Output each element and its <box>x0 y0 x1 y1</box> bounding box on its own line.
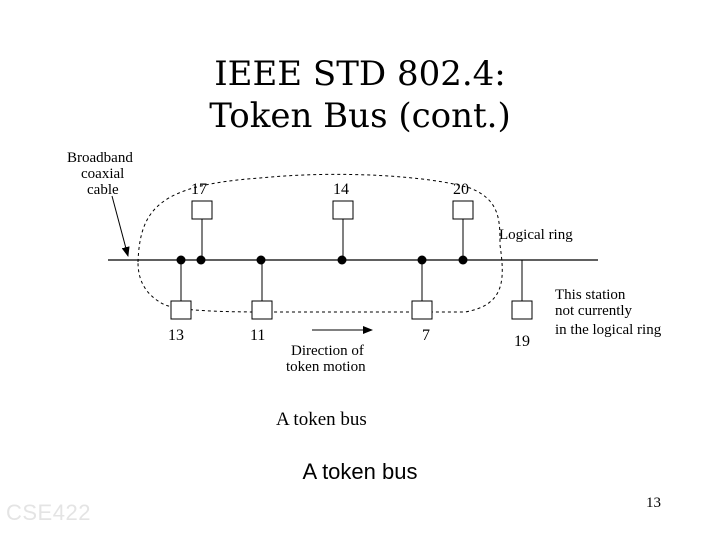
outside-station-label-line-1: This station <box>555 287 626 303</box>
station-label-19: 19 <box>514 333 530 350</box>
cable-label-line-3: cable <box>87 182 119 198</box>
cable-pointer-arrow <box>111 195 130 257</box>
course-code: CSE422 <box>6 500 91 525</box>
outside-station-label-line-3: in the logical ring <box>555 322 662 338</box>
junction-dot-14 <box>337 255 347 265</box>
station-box-19 <box>511 300 533 320</box>
station-box-14 <box>332 200 354 220</box>
junction-dot-17 <box>196 255 206 265</box>
station-box-7 <box>411 300 433 320</box>
slide-title-line-1: IEEE STD 802.4: <box>214 54 506 94</box>
slide-caption: A token bus <box>302 459 418 484</box>
station-label-14: 14 <box>333 181 349 198</box>
logical-ring-label: Logical ring <box>499 227 573 243</box>
station-box-20 <box>452 200 474 220</box>
junction-dot-11 <box>256 255 266 265</box>
junction-dot-20 <box>458 255 468 265</box>
junction-dot-13 <box>176 255 186 265</box>
direction-label-line-2: token motion <box>286 359 366 375</box>
station-label-17: 17 <box>191 181 207 198</box>
station-box-11 <box>251 300 273 320</box>
station-label-13: 13 <box>168 327 184 344</box>
station-box-13 <box>170 300 192 320</box>
station-label-20: 20 <box>453 181 469 198</box>
direction-label-line-1: Direction of <box>291 343 364 359</box>
station-label-11: 11 <box>250 327 265 344</box>
slide-title-line-2: Token Bus (cont.) <box>209 96 511 136</box>
page-number: 13 <box>646 495 661 511</box>
station-label-7: 7 <box>422 327 430 344</box>
junction-dot-7 <box>417 255 427 265</box>
cable-label-line-1: Broadband <box>67 150 133 166</box>
cable-label-line-2: coaxial <box>81 166 124 182</box>
station-box-17 <box>191 200 213 220</box>
diagram-caption: A token bus <box>276 409 367 430</box>
logical-ring-path <box>137 173 503 313</box>
outside-station-label-line-2: not currently <box>555 303 633 319</box>
